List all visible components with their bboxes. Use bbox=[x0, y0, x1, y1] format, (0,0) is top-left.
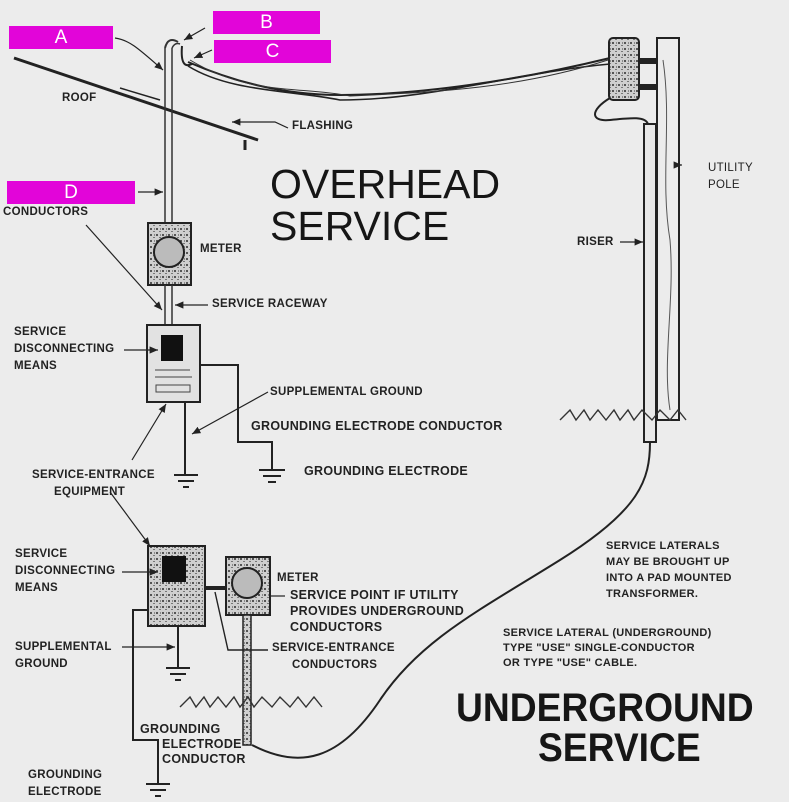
label-line: DISCONNECTING bbox=[14, 343, 115, 355]
service-mast bbox=[164, 39, 193, 222]
label-grounding-electrode-lower: GROUNDING ELECTRODE bbox=[28, 767, 102, 801]
note-service-lateral: SERVICE LATERAL (UNDERGROUND) TYPE "USE"… bbox=[503, 626, 712, 671]
label-line: MEANS bbox=[14, 360, 58, 372]
label-line: INTO A PAD MOUNTED bbox=[606, 572, 732, 584]
label-roof: ROOF bbox=[62, 92, 97, 104]
note-pad-mounted-transformer: SERVICE LATERALS MAY BE BROUGHT UP INTO … bbox=[606, 538, 732, 602]
label-line: MEANS bbox=[15, 582, 59, 594]
label-line: SERVICE bbox=[14, 326, 67, 338]
underground-title-line2: SERVICE bbox=[538, 726, 701, 770]
overhead-title-line1: OVERHEAD bbox=[270, 161, 501, 207]
label-line: GROUNDING bbox=[28, 769, 103, 781]
label-line: SUPPLEMENTAL bbox=[15, 641, 112, 653]
label-grounding-electrode-conductor-upper: GROUNDING ELECTRODE CONDUCTOR bbox=[251, 419, 503, 433]
label-line: SERVICE POINT IF UTILITY bbox=[290, 588, 459, 602]
masked-label-d: D bbox=[7, 181, 135, 204]
roof-line bbox=[13, 56, 259, 150]
label-line: UTILITY bbox=[708, 162, 753, 174]
label-line: GROUND bbox=[15, 658, 68, 670]
label-line: POLE bbox=[708, 179, 740, 191]
label-line: TRANSFORMER. bbox=[606, 588, 699, 600]
label-line: SERVICE-ENTRANCE bbox=[272, 642, 395, 654]
overhead-disconnect-panel bbox=[146, 324, 285, 488]
masked-label-c: C bbox=[214, 40, 331, 63]
label-service-raceway: SERVICE RACEWAY bbox=[212, 298, 328, 310]
label-service-entrance-conductors: SERVICE-ENTRANCE CONDUCTORS bbox=[272, 640, 395, 674]
leader-lines bbox=[85, 27, 682, 651]
label-service-disconnecting-means-lower: SERVICE DISCONNECTING MEANS bbox=[15, 546, 115, 597]
label-line: SERVICE LATERAL (UNDERGROUND) bbox=[503, 627, 712, 639]
label-grounding-electrode-conductor-lower: GROUNDING ELECTRODE CONDUCTOR bbox=[140, 722, 246, 767]
label-utility-pole: UTILITY POLE bbox=[708, 160, 753, 194]
label-supplemental-ground-upper: SUPPLEMENTAL GROUND bbox=[270, 386, 423, 398]
masked-label-a: A bbox=[9, 26, 113, 49]
label-line: TYPE "USE" SINGLE-CONDUCTOR bbox=[503, 642, 695, 654]
masked-label-b: B bbox=[213, 11, 320, 34]
label-line: EQUIPMENT bbox=[54, 486, 126, 498]
label-line: DISCONNECTING bbox=[15, 565, 116, 577]
label-line: PROVIDES UNDERGROUND bbox=[290, 604, 465, 618]
label-meter-lower: METER bbox=[277, 572, 319, 584]
overhead-meter bbox=[147, 222, 192, 325]
label-line: CONDUCTORS bbox=[290, 620, 383, 634]
label-riser: RISER bbox=[577, 236, 614, 248]
label-line: OR TYPE "USE" CABLE. bbox=[503, 657, 638, 669]
underground-equipment bbox=[132, 545, 323, 797]
label-service-disconnecting-means-upper: SERVICE DISCONNECTING MEANS bbox=[14, 324, 114, 375]
label-service-point: SERVICE POINT IF UTILITY PROVIDES UNDERG… bbox=[290, 587, 464, 635]
label-line: CONDUCTORS bbox=[292, 659, 378, 671]
label-line: MAY BE BROUGHT UP bbox=[606, 556, 730, 568]
underground-title-line1: UNDERGROUND bbox=[456, 686, 754, 730]
label-line: SERVICE LATERALS bbox=[606, 540, 720, 552]
overhead-title-line2: SERVICE bbox=[270, 203, 450, 249]
label-line: SERVICE bbox=[15, 548, 68, 560]
label-line: CONDUCTOR bbox=[162, 752, 246, 766]
label-line: ELECTRODE bbox=[28, 786, 102, 798]
label-conductors: CONDUCTORS bbox=[3, 206, 89, 218]
overhead-service-drop bbox=[187, 57, 611, 101]
utility-pole bbox=[559, 37, 687, 443]
label-line: SERVICE-ENTRANCE bbox=[32, 469, 155, 481]
label-service-entrance-equipment: SERVICE-ENTRANCE EQUIPMENT bbox=[32, 467, 155, 501]
underground-lateral-cable bbox=[251, 441, 651, 759]
label-supplemental-ground-lower: SUPPLEMENTAL GROUND bbox=[15, 639, 112, 673]
label-line: ELECTRODE bbox=[162, 737, 242, 751]
label-flashing: FLASHING bbox=[292, 120, 354, 132]
label-meter: METER bbox=[200, 243, 242, 255]
label-line: GROUNDING bbox=[140, 722, 221, 736]
label-grounding-electrode-upper: GROUNDING ELECTRODE bbox=[304, 464, 469, 478]
